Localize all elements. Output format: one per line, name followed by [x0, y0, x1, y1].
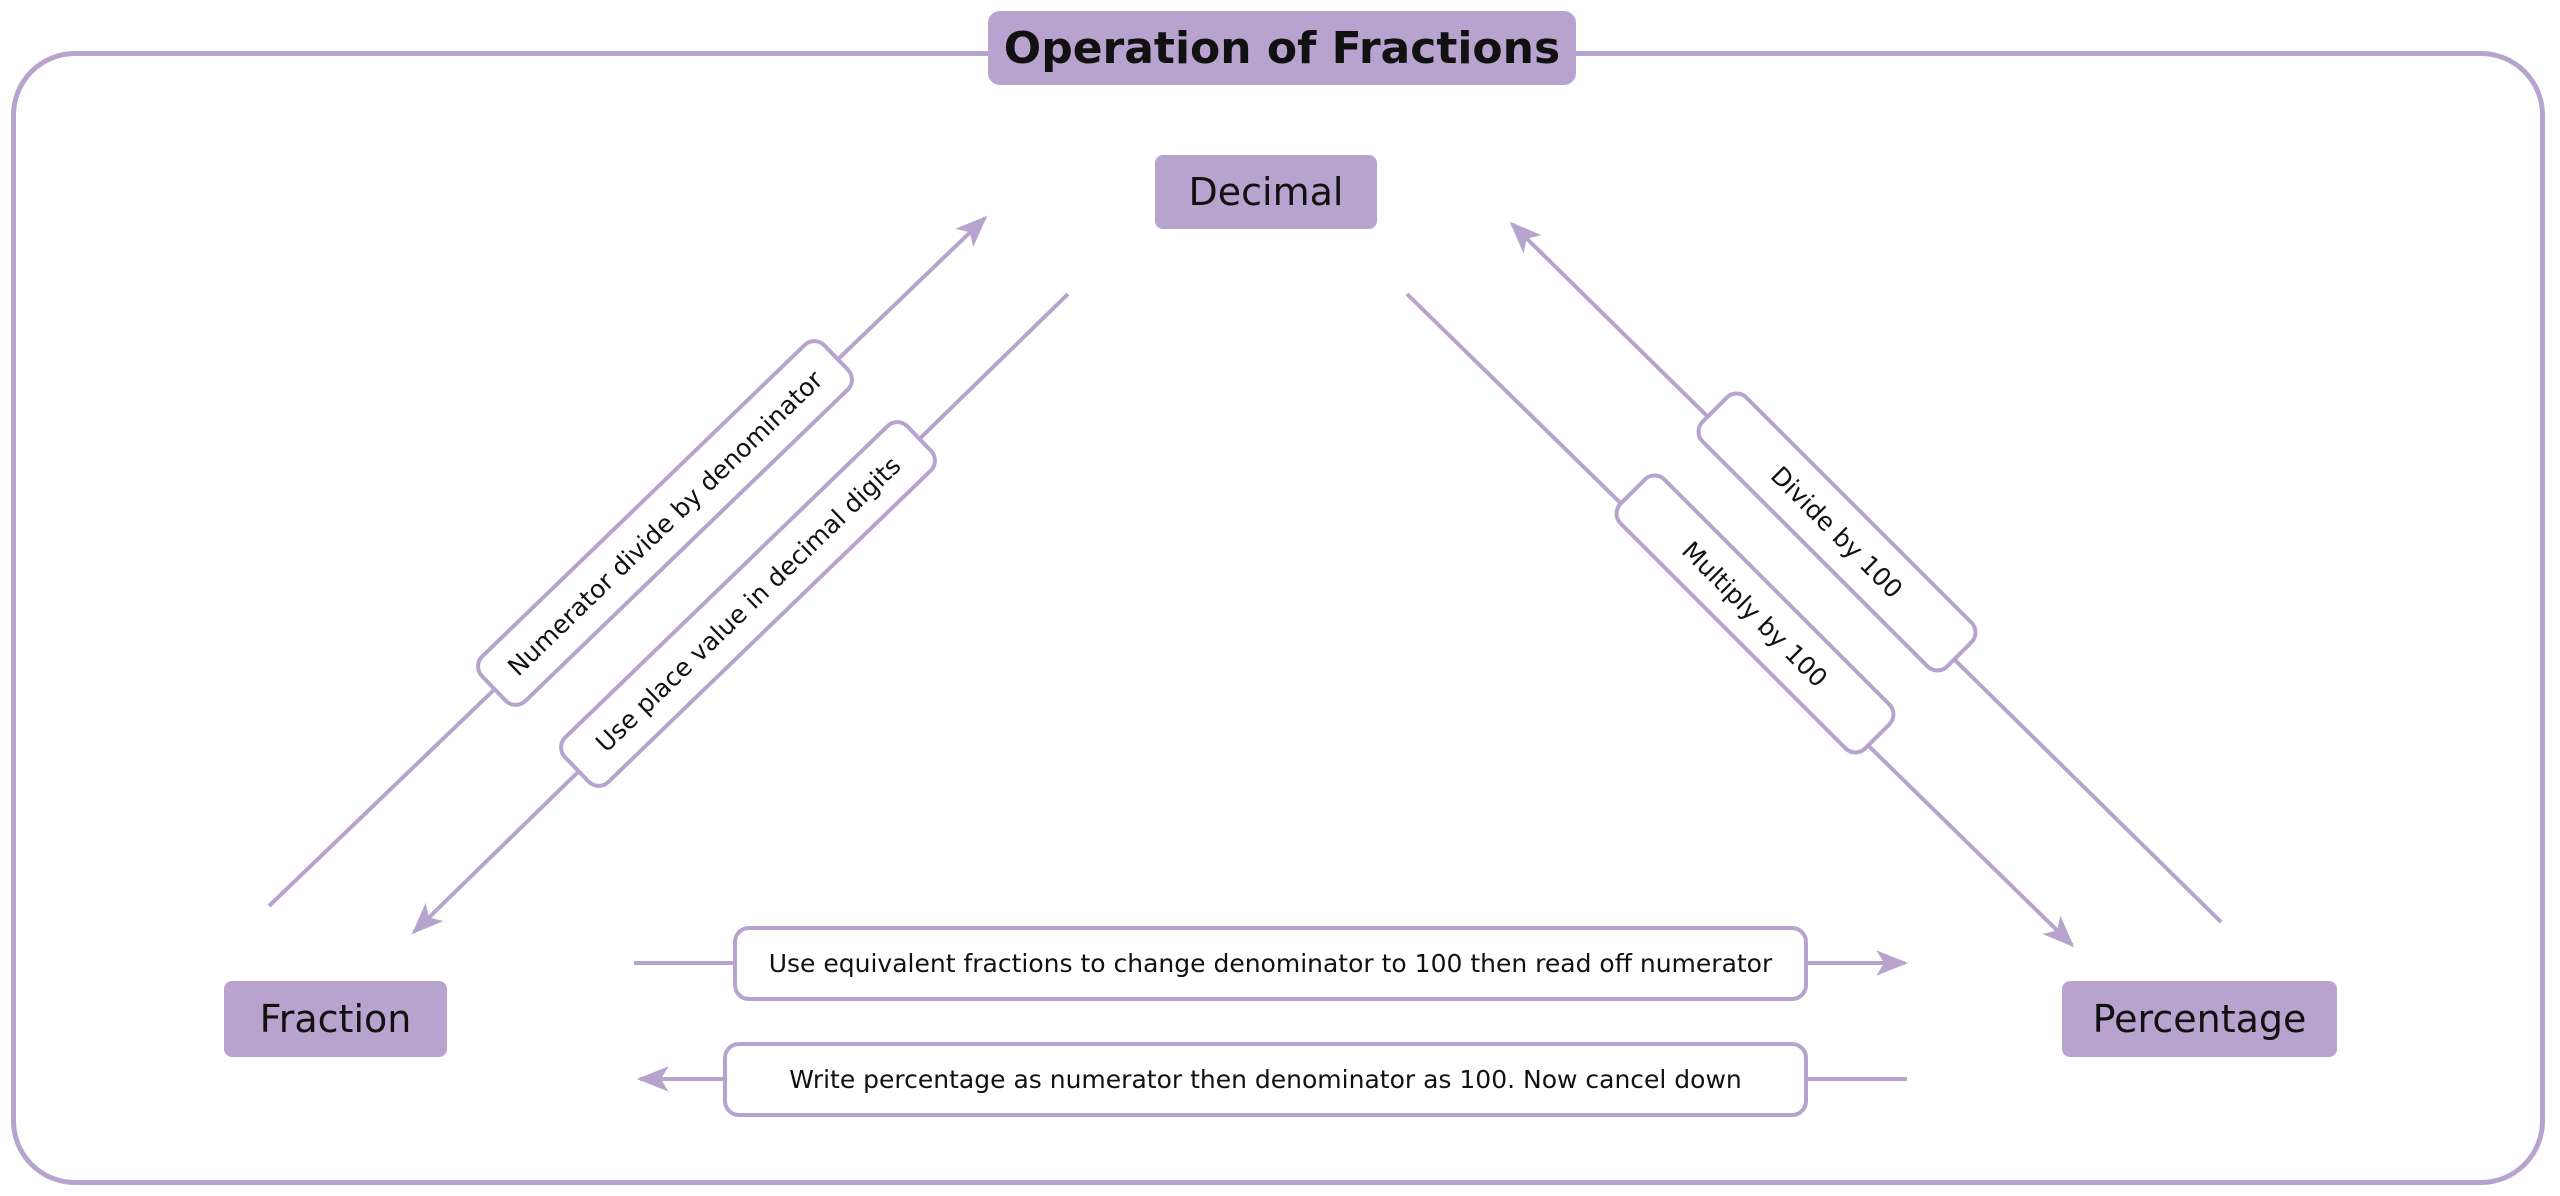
node-fraction: Fraction [224, 981, 447, 1057]
page-title: Operation of Fractions [988, 11, 1576, 85]
node-percentage: Percentage [2062, 981, 2337, 1057]
label-fraction-to-percentage: Use equivalent fractions to change denom… [733, 926, 1808, 1001]
node-decimal: Decimal [1155, 155, 1377, 229]
label-percentage-to-fraction: Write percentage as numerator then denom… [723, 1042, 1808, 1117]
